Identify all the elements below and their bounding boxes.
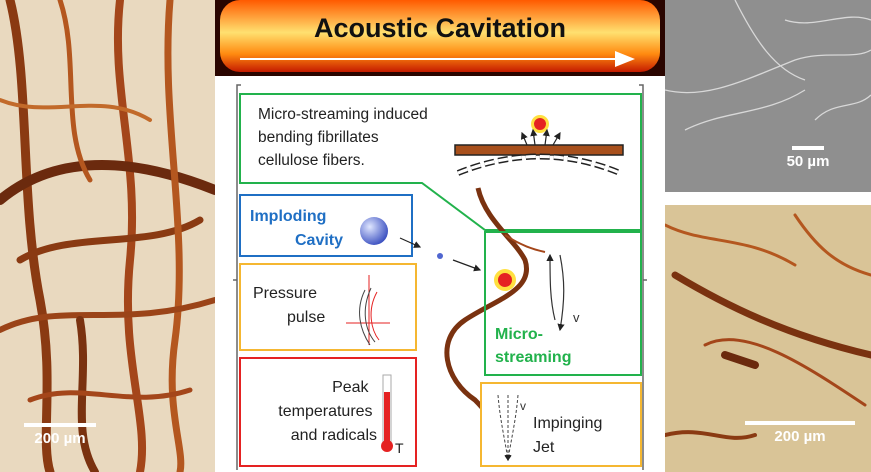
burst-icon: [494, 269, 516, 291]
micro-streaming-callout: [239, 93, 642, 231]
pressure-pulse-label: Pressure pulse: [253, 285, 325, 326]
callout-text: Micro-streaming induced bending fibrilla…: [258, 106, 432, 169]
jet-arrows-icon: [497, 394, 519, 461]
imploding-cavity-label: Imploding Cavity: [250, 208, 343, 249]
sem-micrograph: 50 µm: [665, 0, 871, 192]
title: Acoustic Cavitation: [314, 13, 566, 43]
thermometer-icon: [381, 374, 393, 452]
scale-label: 50 µm: [786, 153, 830, 170]
arrow-right-icon: [615, 51, 635, 67]
micro-streaming-box: [484, 231, 642, 376]
schematic-drawing: Acoustic Cavitation Micro-streaming indu…: [215, 0, 665, 470]
temperature-symbol: T: [395, 440, 404, 456]
cavitation-schematic: Acoustic Cavitation Micro-streaming indu…: [215, 0, 665, 472]
fibrillated-fibers-image: [665, 213, 871, 440]
scale-label: 200 µm: [34, 430, 86, 447]
optical-micrograph-fibers-left: 200 µm: [0, 0, 215, 472]
micro-streaming-label: Micro- streaming: [495, 326, 571, 366]
impinging-jet-label: Impinging Jet: [533, 415, 607, 456]
pressure-wave-icon: [346, 275, 390, 346]
pressure-pulse-box: [239, 263, 417, 351]
sem-fibrils-image: [665, 0, 871, 131]
peak-temperatures-label: Peak temperatures and radicals: [278, 379, 377, 444]
fiber-bar-icon: [454, 144, 624, 156]
burst-icon: [531, 115, 549, 133]
velocity-symbol: v: [573, 310, 580, 325]
scale-bar-right-top: 50 µm: [773, 146, 843, 170]
cavity-bubble-icon: [360, 217, 388, 245]
cellulose-fibers-image: [0, 0, 215, 472]
scale-bar-left: 200 µm: [20, 423, 100, 447]
velocity-symbol: v: [520, 399, 526, 413]
optical-micrograph-fibrillated: 200 µm: [665, 205, 871, 472]
scale-label: 200 µm: [774, 428, 826, 445]
small-bubble-icon: [437, 253, 443, 259]
scale-bar-right-bottom: 200 µm: [745, 421, 855, 445]
